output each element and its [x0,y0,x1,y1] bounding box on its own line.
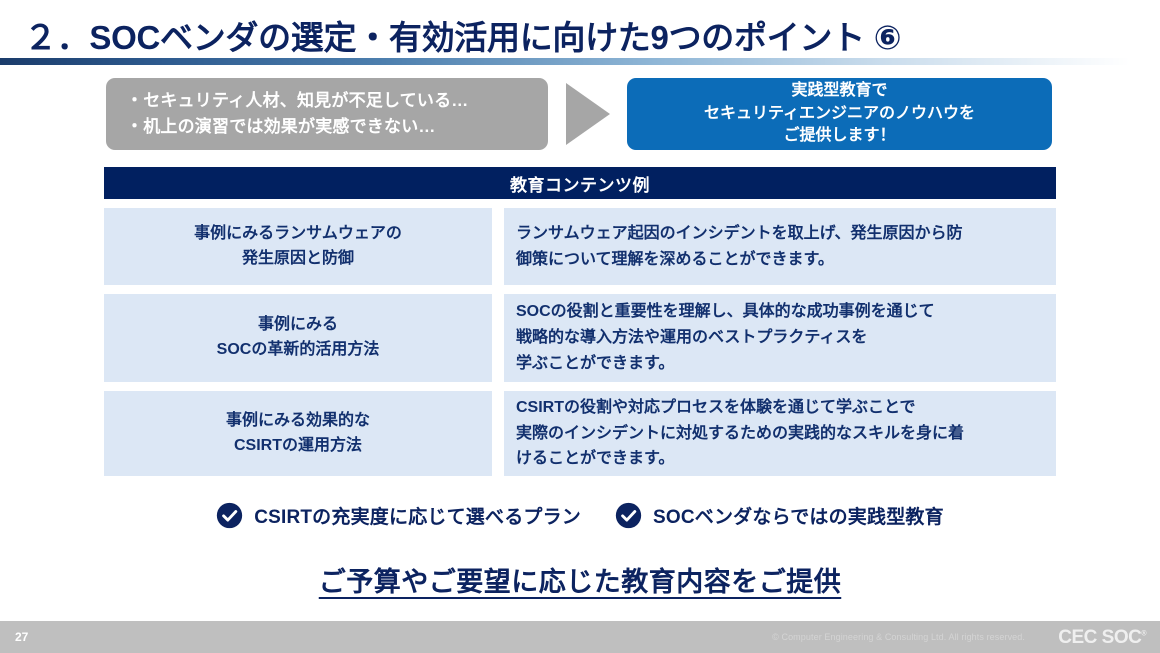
solution-line: 実践型教育で [791,81,888,99]
cell-desc-line: CSIRTの役割や対応プロセスを体験を通じて学ぶことで [516,398,916,416]
title-divider-rule [0,58,1130,65]
solution-callout-box: 実践型教育で セキュリティエンジニアのノウハウを ご提供します！ [627,78,1052,150]
solution-line: ご提供します！ [783,127,896,145]
page-title: ２．SOCベンダの選定・有効活用に向けた9つのポイント ⑥ [24,19,902,56]
logo-text: CEC SOC [1058,627,1142,648]
cell-title-line: 事例にみる効果的な [225,411,370,429]
slide-header: ２．SOCベンダの選定・有効活用に向けた9つのポイント ⑥ [0,0,1160,70]
callout-row: ・セキュリティ人材、知見が不足している… ・机上の演習では効果が実感できない… … [0,78,1160,154]
table-row: 事例にみるランサムウェアの 発生原因と防御 ランサムウェア起因のインシデントを取… [104,208,1056,285]
feature-check-row: CSIRTの充実度に応じて選べるプラン SOCベンダならではの実践型教育 [0,498,1160,532]
cell-title-line: 事例にみる [257,316,338,334]
problem-line: ・セキュリティ人材、知見が不足している… [126,90,469,110]
cell-title-line: 事例にみるランサムウェアの [194,224,402,242]
cell-title-line: SOCの革新的活用方法 [216,341,380,358]
closing-statement-text: ご予算やご要望に応じた教育内容をご提供 [318,567,842,597]
cec-soc-logo: CEC SOC® [1058,627,1146,649]
table-cell-title: 事例にみるランサムウェアの 発生原因と防御 [104,208,492,285]
table-cell-title: 事例にみる効果的な CSIRTの運用方法 [104,391,492,476]
education-content-table: 教育コンテンツ例 事例にみるランサムウェアの 発生原因と防御 ランサムウェア起因… [104,167,1056,476]
cell-desc-line: 実際のインシデントに対処するための実践的なスキルを身に着 [516,424,965,442]
check-circle-icon [217,502,243,528]
cell-desc-line: けることができます。 [516,450,675,468]
table-cell-description: SOCの役割と重要性を理解し、具体的な成功事例を通じて 戦略的な導入方法や運用の… [504,294,1056,382]
cell-desc-line: 学ぶことができます。 [516,354,675,372]
right-arrow-icon [566,83,610,145]
check-circle-icon [615,502,642,528]
feature-check-label: CSIRTの充実度に応じて選べるプラン [254,506,581,528]
cell-divider [492,208,504,285]
cell-desc-line: SOCの役割と重要性を理解し、具体的な成功事例を通じて [516,303,935,321]
cell-divider [492,294,504,382]
feature-check-item: SOCベンダならではの実践型教育 [615,502,944,529]
cell-desc-line: ランサムウェア起因のインシデントを取上げ、発生原因から防 [516,224,963,242]
feature-check-item: CSIRTの充実度に応じて選べるプラン [216,502,581,529]
cell-divider [492,391,504,476]
problem-line: ・机上の演習では効果が実感できない… [126,117,436,136]
table-row: 事例にみる SOCの革新的活用方法 SOCの役割と重要性を理解し、具体的な成功事… [104,294,1056,382]
table-cell-description: ランサムウェア起因のインシデントを取上げ、発生原因から防 御策について理解を深め… [504,208,1056,285]
table-cell-description: CSIRTの役割や対応プロセスを体験を通じて学ぶことで 実際のインシデントに対処… [504,391,1056,476]
table-row: 事例にみる効果的な CSIRTの運用方法 CSIRTの役割や対応プロセスを体験を… [104,391,1056,476]
table-cell-title: 事例にみる SOCの革新的活用方法 [104,294,492,382]
slide-footer: 27 © Computer Engineering & Consulting L… [0,621,1160,653]
problem-callout-box: ・セキュリティ人材、知見が不足している… ・机上の演習では効果が実感できない… [106,78,548,150]
trademark-mark: ® [1141,630,1146,638]
copyright-text: © Computer Engineering & Consulting Ltd.… [772,632,1025,642]
closing-statement: ご予算やご要望に応じた教育内容をご提供 [0,560,1160,599]
table-header-bar: 教育コンテンツ例 [104,167,1056,199]
solution-line: セキュリティエンジニアのノウハウを [703,104,976,122]
table-header-label: 教育コンテンツ例 [510,175,650,195]
cell-desc-line: 御策について理解を深めることができます。 [516,250,834,268]
feature-check-label: SOCベンダならではの実践型教育 [653,506,944,528]
cell-title-line: CSIRTの運用方法 [233,436,362,454]
cell-title-line: 発生原因と防御 [241,249,354,267]
page-number: 27 [15,630,29,644]
cell-desc-line: 戦略的な導入方法や運用のベストプラクティスを [516,329,868,347]
